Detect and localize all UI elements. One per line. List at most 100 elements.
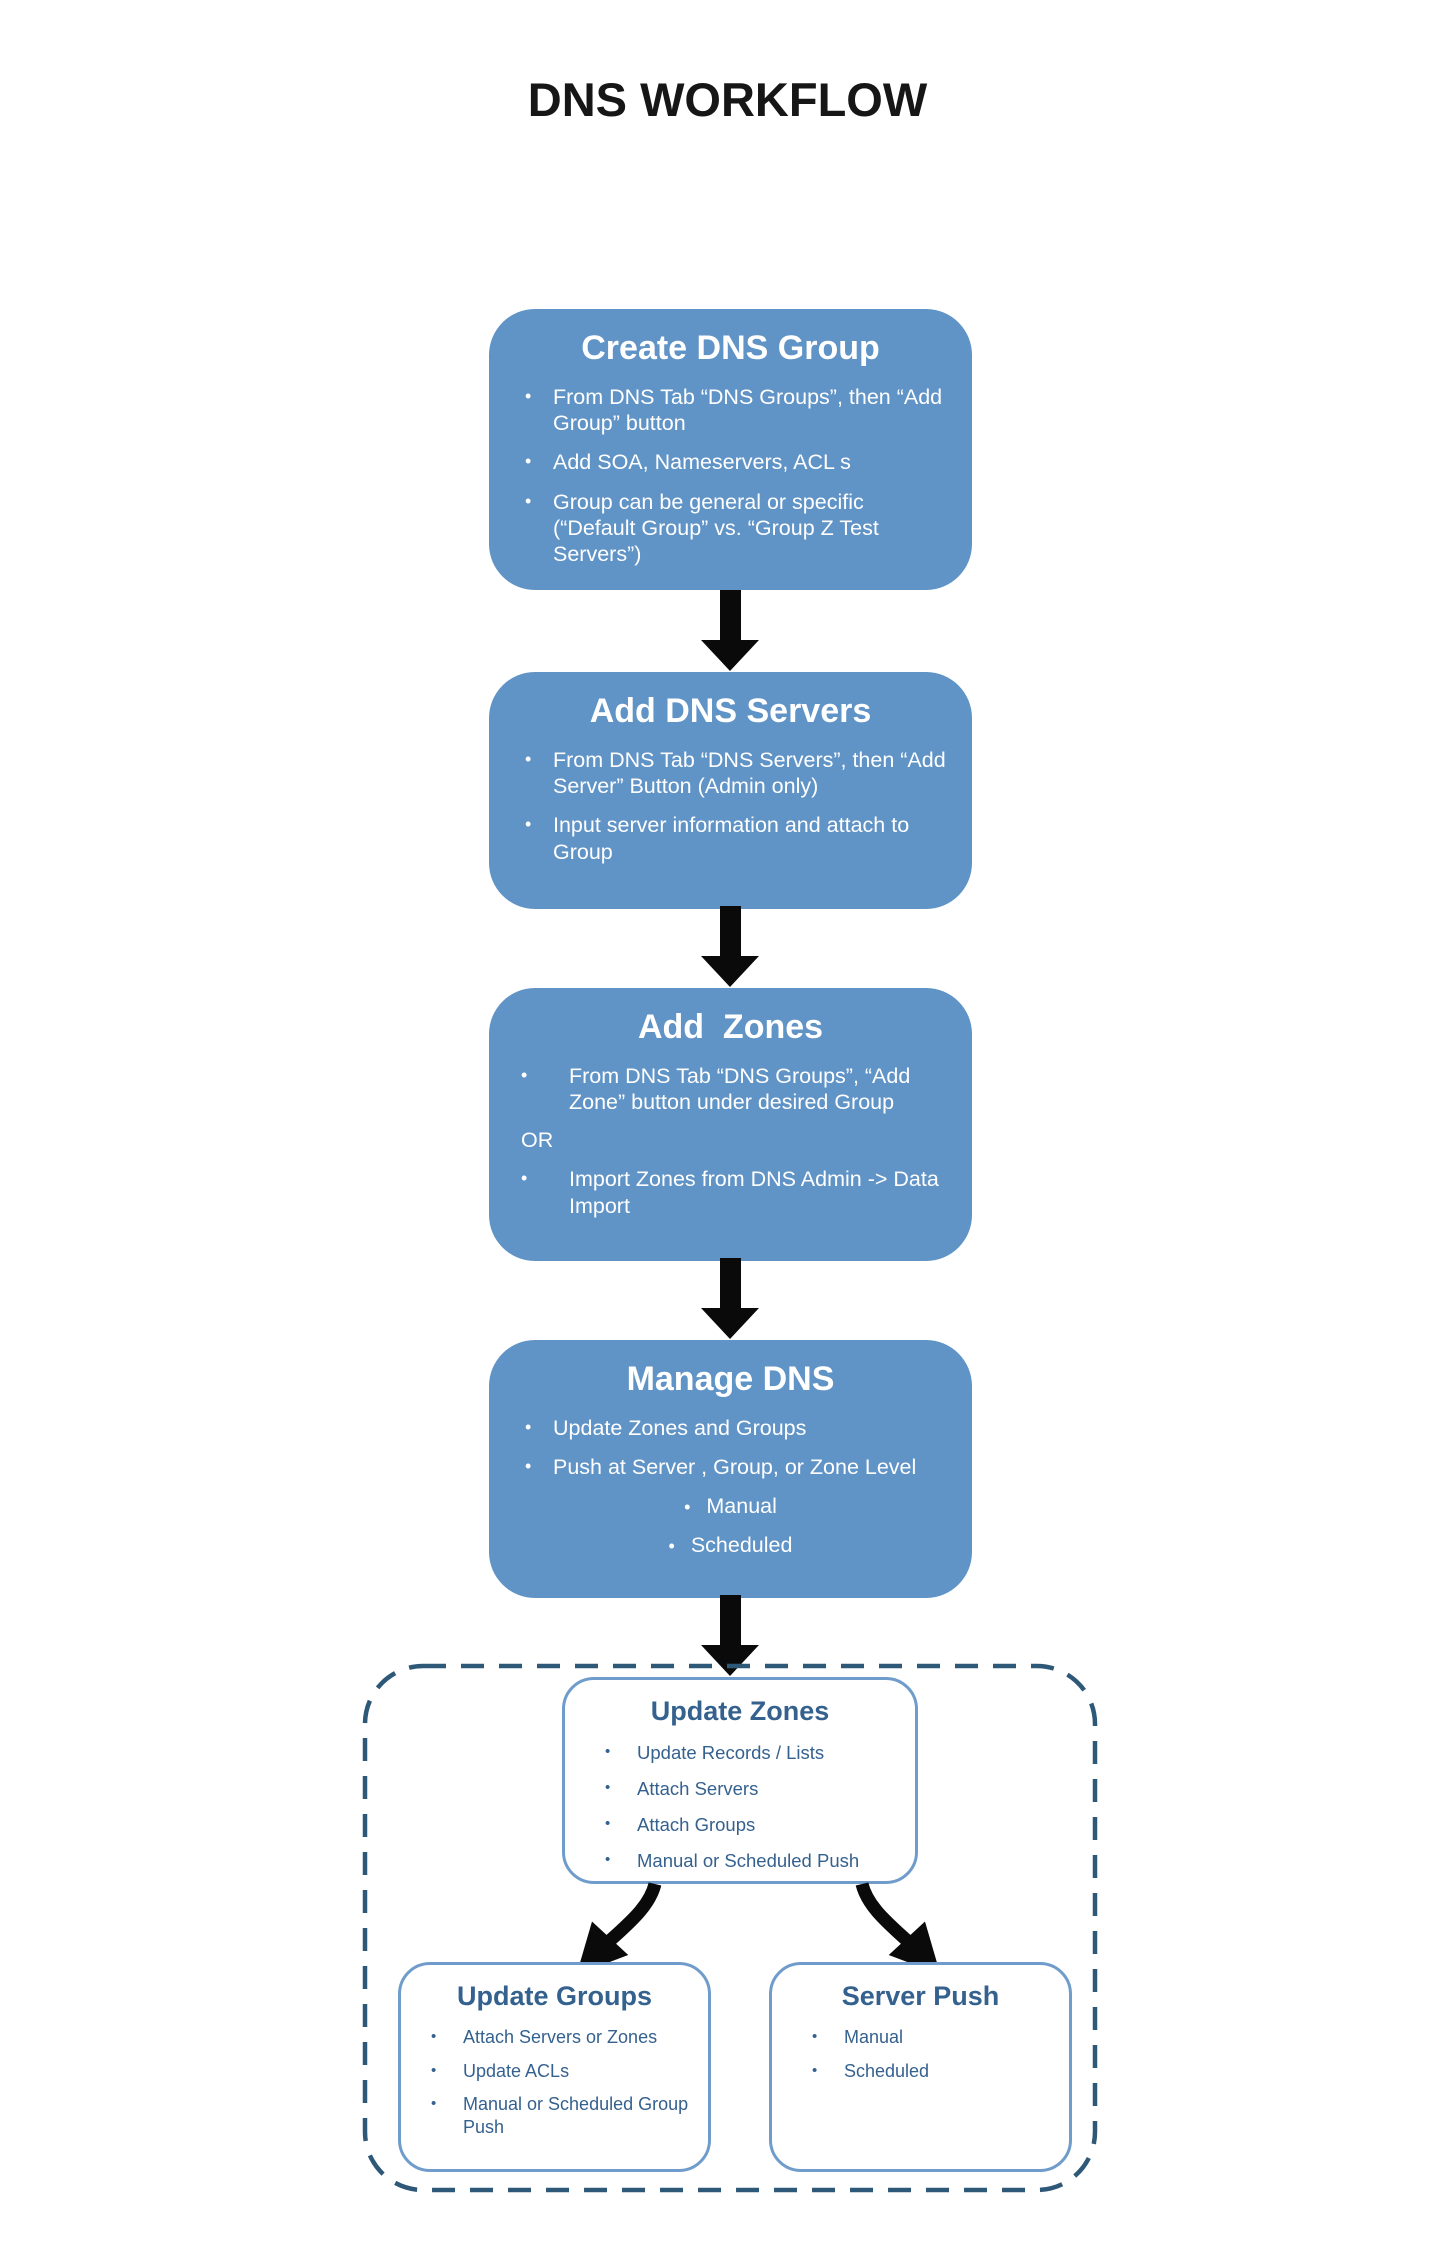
flow-box-title: Add Zones <box>637 1008 824 1046</box>
bullet-text: Manual <box>706 1494 777 1519</box>
sub-bullet-item: • Manual <box>489 1494 972 1519</box>
detail-box-update-zones: Update Zones • Update Records / Lists • At… <box>562 1677 918 1884</box>
bullet-dot: • <box>525 451 532 472</box>
bullet-dot: • <box>431 2028 437 2045</box>
bullet-item: • Attach Servers <box>605 1777 897 1800</box>
bullet-dot: • <box>605 1779 611 1797</box>
bullet-item: • Group can be general or specific (“Defa… <box>525 489 946 568</box>
bullet-item: • Import Zones from DNS Admin -> Data Imp… <box>521 1166 946 1218</box>
bullet-item: • Manual <box>812 2026 1051 2049</box>
bullet-item: • Update Zones and Groups <box>525 1415 946 1441</box>
detail-box-title: Update Zones <box>650 1696 830 1726</box>
bullet-list: •Update Records / Lists •Attach Servers … <box>565 1741 915 1873</box>
bullet-dot: • <box>668 1536 675 1557</box>
bullet-list: • Update Zones and Groups • Push at Server… <box>489 1415 972 1480</box>
bullet-dot: • <box>605 1851 611 1869</box>
or-connector-label: OR <box>521 1128 554 1153</box>
bullet-dot: • <box>525 1417 532 1437</box>
flow-box-title: Manage DNS <box>626 1360 835 1398</box>
bullet-text: Attach Servers or Zones <box>463 2027 658 2047</box>
detail-box-title: Update Groups <box>456 1981 652 2011</box>
bullet-text: Manual or Scheduled Group Push <box>463 2094 689 2137</box>
bullet-dot: • <box>525 814 532 835</box>
bullet-item: • From DNS Tab “DNS Groups”, “Add Zone” b… <box>521 1063 946 1115</box>
bullet-dot: • <box>605 1815 611 1833</box>
arrow-head <box>701 1308 759 1339</box>
bullet-item: • From DNS Tab “DNS Servers”, then “Add S… <box>525 747 946 799</box>
bullet-text: Add SOA, Nameservers, ACL s <box>553 450 851 475</box>
arrow-head <box>701 956 759 987</box>
bullet-text: Input server information and attach to G… <box>553 813 910 864</box>
bullet-text: Scheduled <box>844 2060 930 2081</box>
page-title: DNS WORKFLOW <box>527 73 928 126</box>
arrow-stem <box>719 1595 741 1645</box>
bullet-list: • Attach Servers or Zones • Update ACLs • M… <box>401 2026 708 2138</box>
bullet-item: • Update Records / Lists <box>605 1741 897 1764</box>
bullet-text: From DNS Tab “DNS Groups”, then “Add Gro… <box>553 385 943 436</box>
bullet-text: Manual <box>844 2027 904 2047</box>
dashed-region-border <box>362 1663 1098 2193</box>
detail-box-server-push: Server Push • Manual • Scheduled <box>769 1962 1072 2172</box>
arrow-head <box>701 1645 759 1676</box>
down-arrow-3 <box>701 1258 759 1339</box>
bullet-text: Scheduled <box>690 1533 793 1558</box>
bullet-dot: • <box>431 2061 437 2079</box>
curved-arrow-left <box>576 1882 662 1975</box>
bullet-text: From DNS Tab “DNS Groups”, “Add Zone” bu… <box>569 1064 911 1115</box>
bullet-dot: • <box>525 386 532 406</box>
arrow-head <box>701 640 759 671</box>
bullet-text: Push at Server , Group, or Zone Level <box>553 1455 917 1480</box>
bullet-dot: • <box>521 1065 528 1085</box>
arrow-stem <box>719 1258 741 1308</box>
bullet-dot: • <box>605 1743 611 1760</box>
bullet-item: • Input server information and attach to … <box>525 812 946 864</box>
bullet-text: Import Zones from DNS Admin -> Data Impo… <box>569 1167 939 1218</box>
flow-box-title: Create DNS Group <box>581 329 880 367</box>
bullet-dot: • <box>525 1456 532 1477</box>
flow-box-manage-dns: Manage DNS • Update Zones and Groups • Pus… <box>489 1340 972 1598</box>
bullet-dot: • <box>525 749 532 769</box>
flow-box-create-dns-group: Create DNS Group • From DNS Tab “DNS Grou… <box>489 309 972 590</box>
bullet-item: • Attach Servers or Zones <box>431 2026 690 2049</box>
flow-box-add-dns-servers: Add DNS Servers • From DNS Tab “DNS Serve… <box>489 672 972 909</box>
bullet-text: Attach Servers <box>637 1778 759 1800</box>
detail-box-update-groups: Update Groups • Attach Servers or Zones •… <box>398 1962 711 2172</box>
bullet-item: • Update ACLs <box>431 2060 690 2083</box>
bullet-item: • Manual or Scheduled Push <box>605 1849 897 1872</box>
bullet-text: From DNS Tab “DNS Servers”, then “Add Se… <box>553 748 946 799</box>
bullet-item: • Attach Groups <box>605 1813 897 1836</box>
flow-box-add-zones: Add Zones • From DNS Tab “DNS Groups”, “A… <box>489 988 972 1261</box>
down-arrow-1 <box>701 590 759 671</box>
bullet-text: Update Records / Lists <box>637 1742 825 1763</box>
bullet-list: • From DNS Tab “DNS Groups”, then “Add Gr… <box>489 384 972 567</box>
bullet-list: • Manual • Scheduled <box>772 2026 1069 2082</box>
arrow-stem <box>719 906 741 956</box>
down-arrow-4 <box>701 1595 759 1676</box>
bullet-item: • From DNS Tab “DNS Groups”, then “Add Gr… <box>525 384 946 436</box>
bullet-text: Manual or Scheduled Push <box>637 1850 860 1872</box>
bullet-dot: • <box>812 2061 818 2079</box>
sub-bullet-item: • Scheduled <box>489 1533 972 1558</box>
bullet-list: • Import Zones from DNS Admin -> Data Imp… <box>489 1166 972 1218</box>
arrow-stem <box>719 590 741 640</box>
bullet-dot: • <box>431 2095 437 2112</box>
bullet-item: • Scheduled <box>812 2060 1051 2083</box>
bullet-text: Group can be general or specific (“Defau… <box>553 489 879 567</box>
bullet-list: • From DNS Tab “DNS Servers”, then “Add S… <box>489 747 972 865</box>
flow-box-title: Add DNS Servers <box>589 692 872 730</box>
bullet-item: • Push at Server , Group, or Zone Level <box>525 1454 946 1480</box>
detail-box-title: Server Push <box>841 1981 1000 2011</box>
bullet-dot: • <box>521 1168 528 1189</box>
bullet-dot: • <box>525 490 532 511</box>
bullet-list: • From DNS Tab “DNS Groups”, “Add Zone” b… <box>489 1063 972 1115</box>
down-arrow-2 <box>701 906 759 987</box>
curved-arrows <box>576 1882 941 1975</box>
bullet-text: Update Zones and Groups <box>553 1416 807 1440</box>
bullet-dot: • <box>812 2028 818 2045</box>
bullet-text: Update ACLs <box>463 2060 570 2081</box>
curved-arrow-right <box>855 1882 941 1975</box>
bullet-item: • Add SOA, Nameservers, ACL s <box>525 449 946 475</box>
bullet-dot: • <box>684 1497 691 1518</box>
bullet-text: Attach Groups <box>637 1814 756 1836</box>
